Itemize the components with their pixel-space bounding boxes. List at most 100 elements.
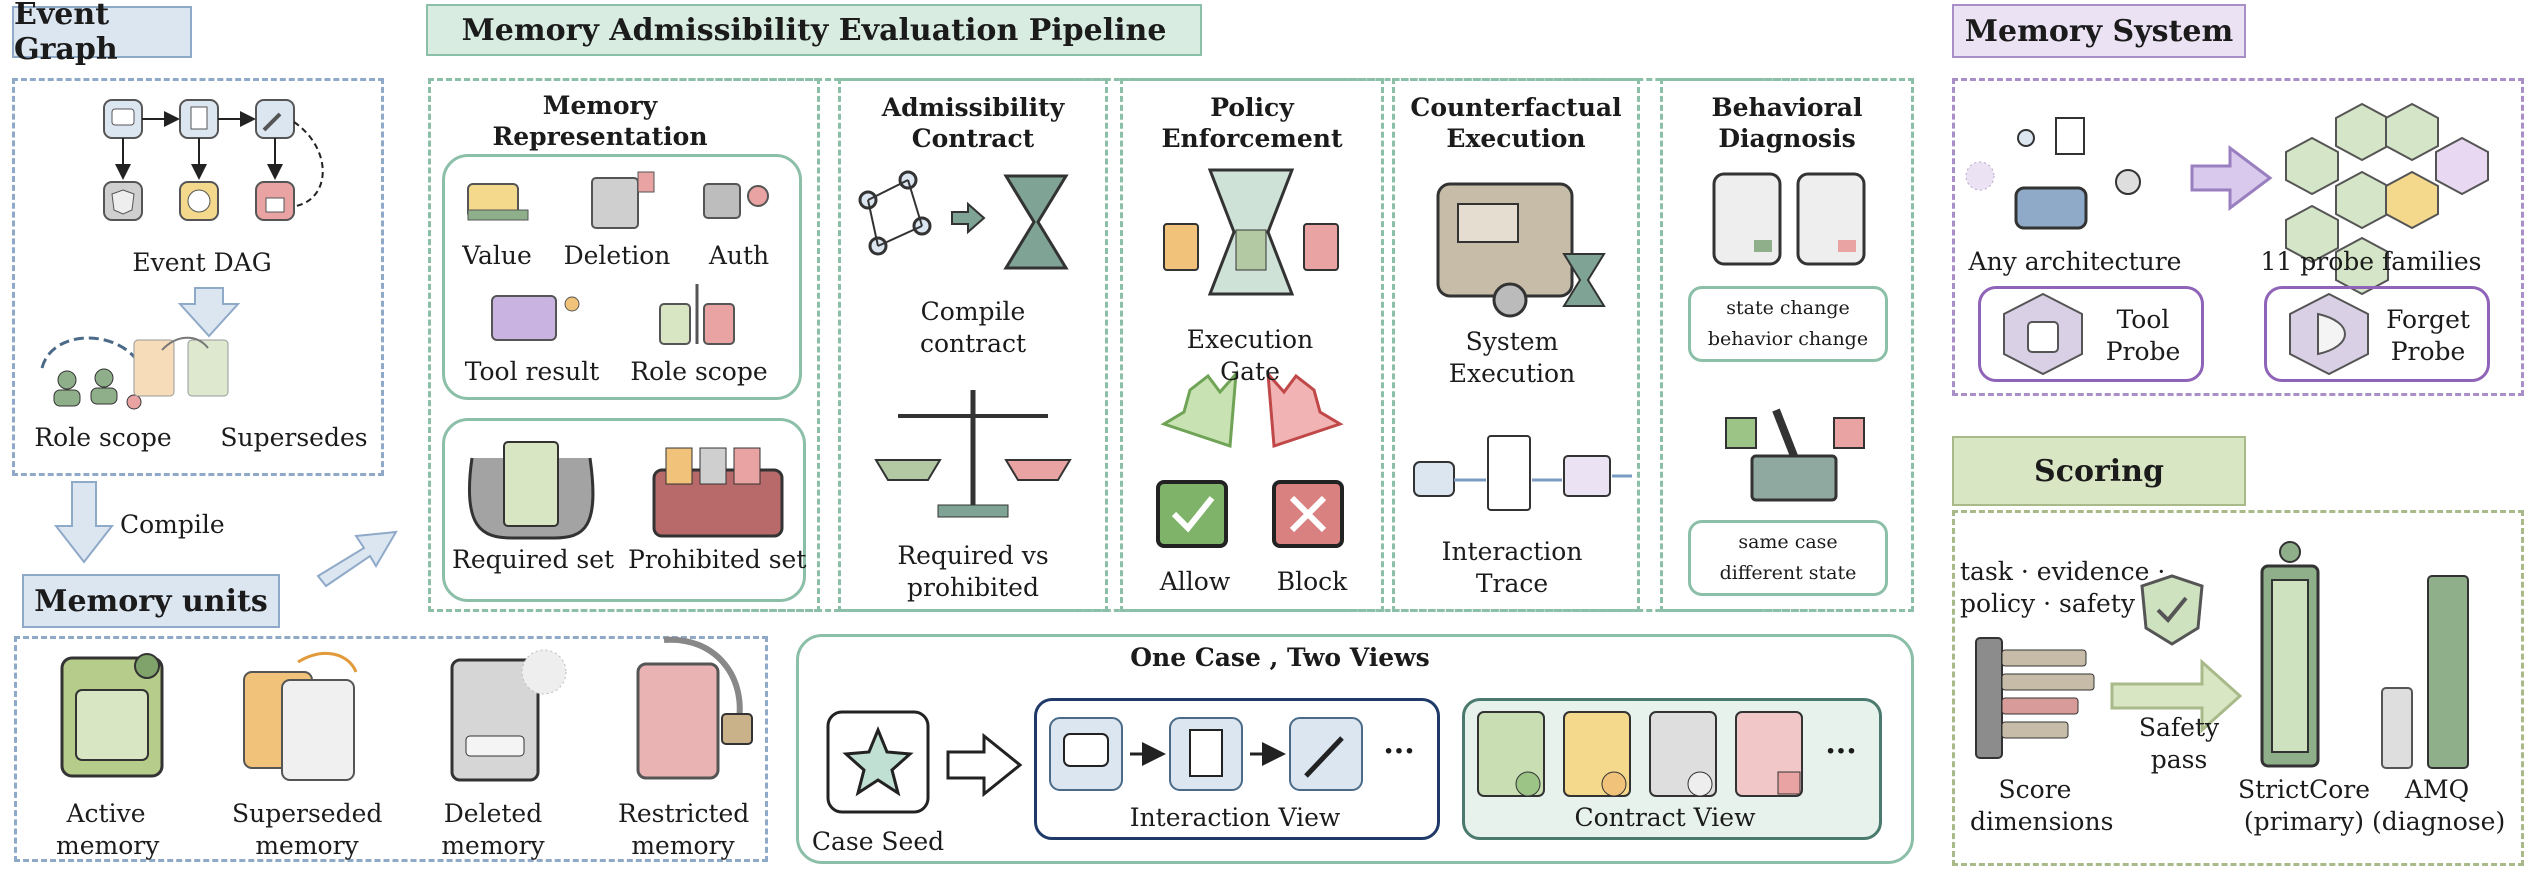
- score-dimensions-icon: [1975, 637, 2095, 759]
- value-label: Value: [462, 241, 532, 270]
- right-arrow-icon: [951, 201, 986, 235]
- contract-view-icons: [1477, 711, 1803, 797]
- interaction-view-box: [1034, 698, 1440, 840]
- tool-result-label: Tool result: [464, 357, 600, 386]
- lock-node-icon: [255, 181, 295, 221]
- required-vs-prohibited-label: Required vs prohibited: [897, 541, 1049, 602]
- deleted-memory-label: Deleted memory: [441, 799, 545, 860]
- role-scope-icon: [40, 336, 144, 410]
- compile-arrow-icon: [53, 481, 115, 564]
- active-memory-icon: [60, 653, 164, 778]
- enforcement-header: Policy Enforcement: [1161, 93, 1343, 153]
- chat-node-icon: [103, 99, 143, 139]
- amq-tall-bar-icon: [2427, 575, 2469, 769]
- deletion-icon: [591, 171, 655, 229]
- document-view-icon: [1169, 717, 1243, 791]
- scoring-title: Scoring: [1952, 436, 2246, 506]
- shield-node-icon: [103, 181, 143, 221]
- restricted-card-icon: [1735, 711, 1803, 797]
- document-node-icon: [179, 99, 219, 139]
- amq-small-bar-icon: [2381, 687, 2413, 769]
- deleted-card-icon: [1649, 711, 1717, 797]
- strictcore-bar-icon: [2260, 541, 2320, 768]
- prohibited-set-icon: [652, 447, 784, 538]
- switch-lever-icon: [1725, 408, 1865, 502]
- superseded-memory-label: Superseded memory: [232, 799, 383, 860]
- required-set-label: Required set: [452, 545, 615, 574]
- tool-result-icon: [491, 295, 580, 341]
- scoring-icons: [1975, 541, 2469, 769]
- diagnosis-column: [1660, 78, 1914, 612]
- tool-probe-box[interactable]: [1978, 286, 2204, 382]
- diagnosis-icons: [1712, 172, 1866, 502]
- balance-scale-icon: [874, 390, 1072, 518]
- tool-probe-label: Tool Probe: [2105, 305, 2181, 366]
- probe-families-label: 11 probe families: [2260, 247, 2482, 276]
- role-scope-label: Role scope: [34, 423, 172, 452]
- role-scope-rep-icon: [659, 284, 735, 345]
- pill-line-behavior-change: behavior change: [1707, 328, 1869, 350]
- big-right-arrow-icon: [946, 732, 1023, 798]
- contract-column: [838, 78, 1108, 612]
- active-card-icon: [1477, 711, 1545, 797]
- interaction-view-icons: [1049, 717, 1363, 791]
- deleted-memory-icon: [450, 649, 567, 782]
- compile-contract-label: Compile contract: [919, 297, 1027, 358]
- active-memory-label: Active memory: [56, 799, 160, 860]
- supersedes-label: Supersedes: [220, 423, 368, 452]
- interaction-view-label: Interaction View: [1129, 803, 1341, 832]
- supersedes-icon: [133, 336, 229, 397]
- graph-network-icon: [858, 170, 932, 256]
- probe-families-icon: [2285, 102, 2489, 296]
- contract-view-label: Contract View: [1574, 803, 1756, 832]
- memory-system-icons: [1965, 102, 2489, 296]
- one-case-title: One Case , Two Views: [1130, 643, 1430, 672]
- down-arrow-icon: [177, 287, 241, 338]
- state-change-pill: state change behavior change: [1688, 286, 1888, 362]
- interaction-ellipsis: ···: [1383, 734, 1415, 769]
- contract-ellipsis: ···: [1825, 734, 1857, 769]
- one-case-panel: [796, 634, 1914, 864]
- prohibited-set-label: Prohibited set: [628, 545, 807, 574]
- event-graph-title: Event Graph: [12, 0, 192, 67]
- role-scope-rep-label: Role scope: [630, 357, 768, 386]
- pill-line-different-state: different state: [1719, 562, 1857, 584]
- strictcore-label-line2: (primary): [2243, 807, 2365, 836]
- counterfactual-icons: [1413, 182, 1632, 511]
- amq-label-line2: (diagnose): [2372, 807, 2506, 836]
- counterfactual-header: Counterfactual Execution: [1410, 93, 1622, 153]
- score-dims-text-line2: policy · safety: [1960, 589, 2135, 618]
- memory-units-title: Memory units: [22, 574, 280, 628]
- clock-node-icon: [179, 181, 219, 221]
- value-icon: [467, 183, 529, 221]
- execution-gate-icon: [1163, 168, 1339, 296]
- system-execution-label: System Execution: [1448, 327, 1576, 388]
- representation-header: Memory Representation: [492, 91, 708, 151]
- pill-line-state-change: state change: [1726, 297, 1850, 319]
- auth-label: Auth: [708, 241, 770, 270]
- interaction-trace-label: Interaction Trace: [1441, 537, 1583, 598]
- any-architecture-icon: [1965, 117, 2141, 230]
- pill-line-same-case: same case: [1738, 531, 1838, 553]
- hourglass-icon: [1003, 174, 1069, 270]
- forget-probe-box[interactable]: [2264, 286, 2490, 382]
- restricted-memory-icon: [636, 636, 753, 780]
- diagnosis-header: Behavioral Diagnosis: [1711, 93, 1863, 153]
- enforcement-column: [1120, 78, 1384, 612]
- strictcore-label: StrictCore (primary): [2236, 774, 2372, 838]
- contract-header: Admissibility Contract: [881, 93, 1065, 153]
- sets-box: [442, 418, 806, 602]
- restricted-memory-label: Restricted memory: [618, 799, 750, 860]
- amq-label: AMQ (diagnose): [2372, 774, 2506, 838]
- enforcement-icons: [1156, 168, 1344, 548]
- allow-arrow-icon: [1160, 369, 1238, 449]
- shield-check-icon: [2140, 574, 2204, 646]
- strictcore-label-line1: StrictCore: [2237, 775, 2371, 804]
- interaction-trace-icon: [1413, 435, 1632, 511]
- representation-items-box: [442, 154, 802, 400]
- superseded-card-icon: [1563, 711, 1631, 797]
- event-graph-panel: [12, 78, 384, 476]
- case-seed-icon: [826, 710, 930, 814]
- memory-system-title: Memory System: [1952, 4, 2246, 58]
- block-x-icon: [1272, 480, 1344, 548]
